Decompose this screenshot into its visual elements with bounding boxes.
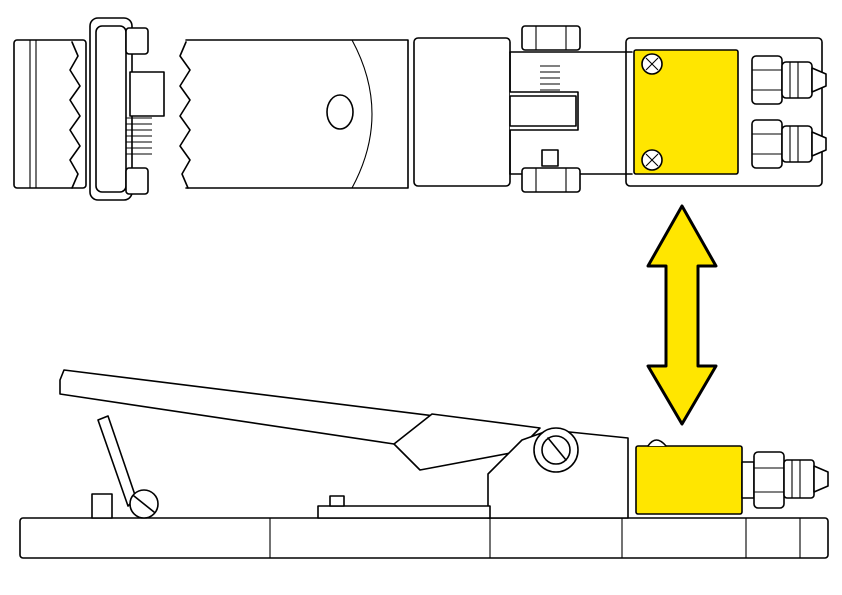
screw-slot-icon: [533, 427, 579, 473]
clamp-nut-bottom: [125, 167, 149, 195]
pedal-hole: [326, 94, 354, 130]
cross-screw-icon: [641, 53, 663, 75]
switch-frame: [625, 37, 823, 187]
break-line-left: [69, 41, 81, 189]
cable-gland-top: [751, 55, 827, 105]
spring-top: [126, 117, 152, 155]
screw-slot-icon: [129, 489, 159, 519]
cable-gland-bottom: [751, 119, 827, 169]
adjust-nut-top: [521, 25, 581, 51]
clamp-nut-top: [125, 27, 149, 55]
pedal-body-top: [185, 39, 409, 189]
housing-left: [413, 37, 511, 187]
latch-lever: [97, 415, 137, 507]
base-rail: [317, 505, 491, 519]
spring-adjust: [540, 65, 560, 91]
cable-gland-side: [741, 451, 829, 509]
double-headed-arrow-icon: [646, 204, 718, 426]
adjust-nut-bottom: [521, 167, 581, 193]
left-post: [91, 493, 113, 519]
top-view: [13, 17, 827, 201]
cross-screw-icon: [641, 149, 663, 171]
base-plate: [19, 517, 829, 559]
side-view: [19, 369, 829, 559]
left-end-block: [13, 39, 87, 189]
microswitch-top: [633, 49, 739, 175]
break-line-right: [179, 41, 191, 189]
microswitch-side: [635, 445, 743, 515]
spring-block: [129, 71, 165, 117]
